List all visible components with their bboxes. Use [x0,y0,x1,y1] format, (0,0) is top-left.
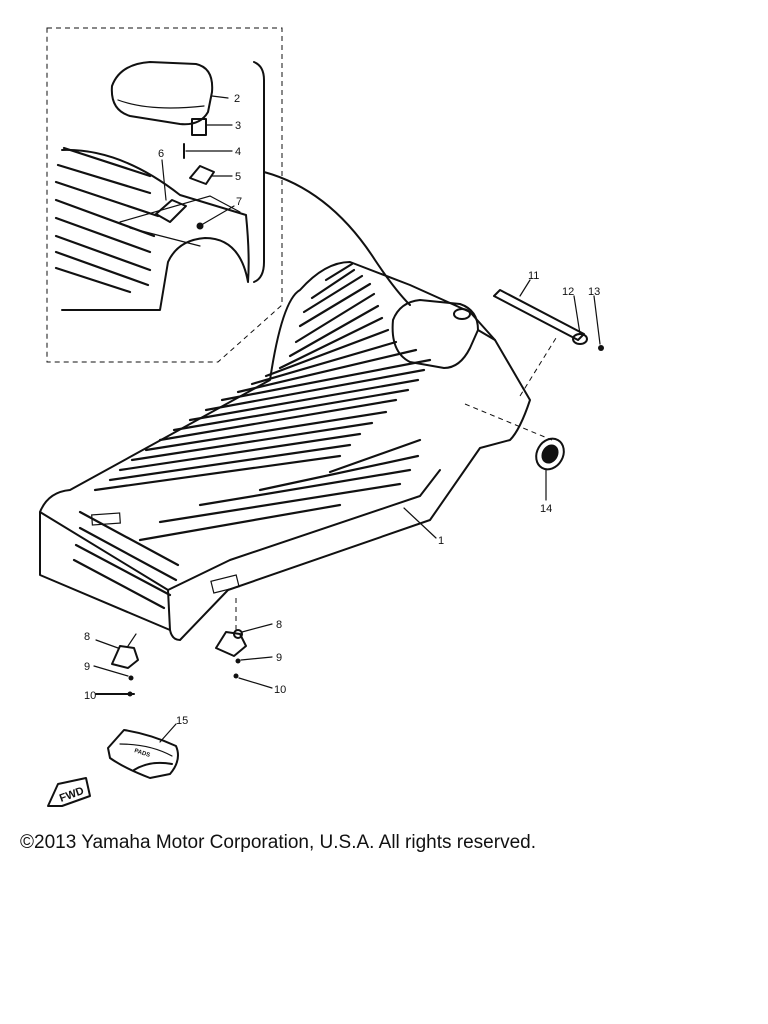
callout-4: 4 [235,146,241,158]
callout-2: 2 [234,93,240,105]
callout-9-right: 9 [276,652,282,664]
callout-14: 14 [540,503,552,515]
callout-1: 1 [438,535,444,547]
callout-10-right: 10 [274,684,286,696]
callout-10-left: 10 [84,690,96,702]
part-13-nut [593,295,604,351]
part-14-emblem [535,437,565,501]
fwd-arrow: FWD [47,777,91,807]
part-cushion [110,61,229,126]
callout-6: 6 [158,148,164,160]
part-4-screw [183,143,233,159]
part-7-bolt [196,205,235,230]
part-hinge-right [215,623,273,689]
callout-12: 12 [562,286,574,298]
leader-dashed-14 [519,337,557,397]
inset-seat-section [54,146,250,311]
leader-dashed-11 [464,403,553,441]
part-5-bracket [189,165,233,185]
callout-9-left: 9 [84,661,90,673]
part-15-pouch: PADS [107,723,179,779]
callout-8-right: 8 [276,619,282,631]
inset-leader-curve [263,171,411,306]
parts-diagram: PADS FWD 2 3 4 5 6 7 1 11 12 13 14 8 9 1… [39,27,604,807]
callout-15: 15 [176,715,188,727]
pouch-stamp-text: PADS [133,748,150,759]
inset-bracket [253,61,265,283]
part-12-washer [572,295,588,345]
callout-7: 7 [236,196,242,208]
copyright-notice: ©2013 Yamaha Motor Corporation, U.S.A. A… [20,832,536,853]
part-seat-main [39,261,531,641]
callout-5: 5 [235,171,241,183]
seat-exploded-view: PADS FWD 2 3 4 5 6 7 1 11 12 13 14 8 9 1… [39,27,604,807]
callout-3: 3 [235,120,241,132]
inset-box-outline [46,27,283,363]
callout-13: 13 [588,286,600,298]
callout-11: 11 [528,270,539,282]
part-hinge-left [93,633,139,697]
part-6-plate [155,159,187,223]
part-3-clip [191,118,233,136]
callout-8-left: 8 [84,631,90,643]
